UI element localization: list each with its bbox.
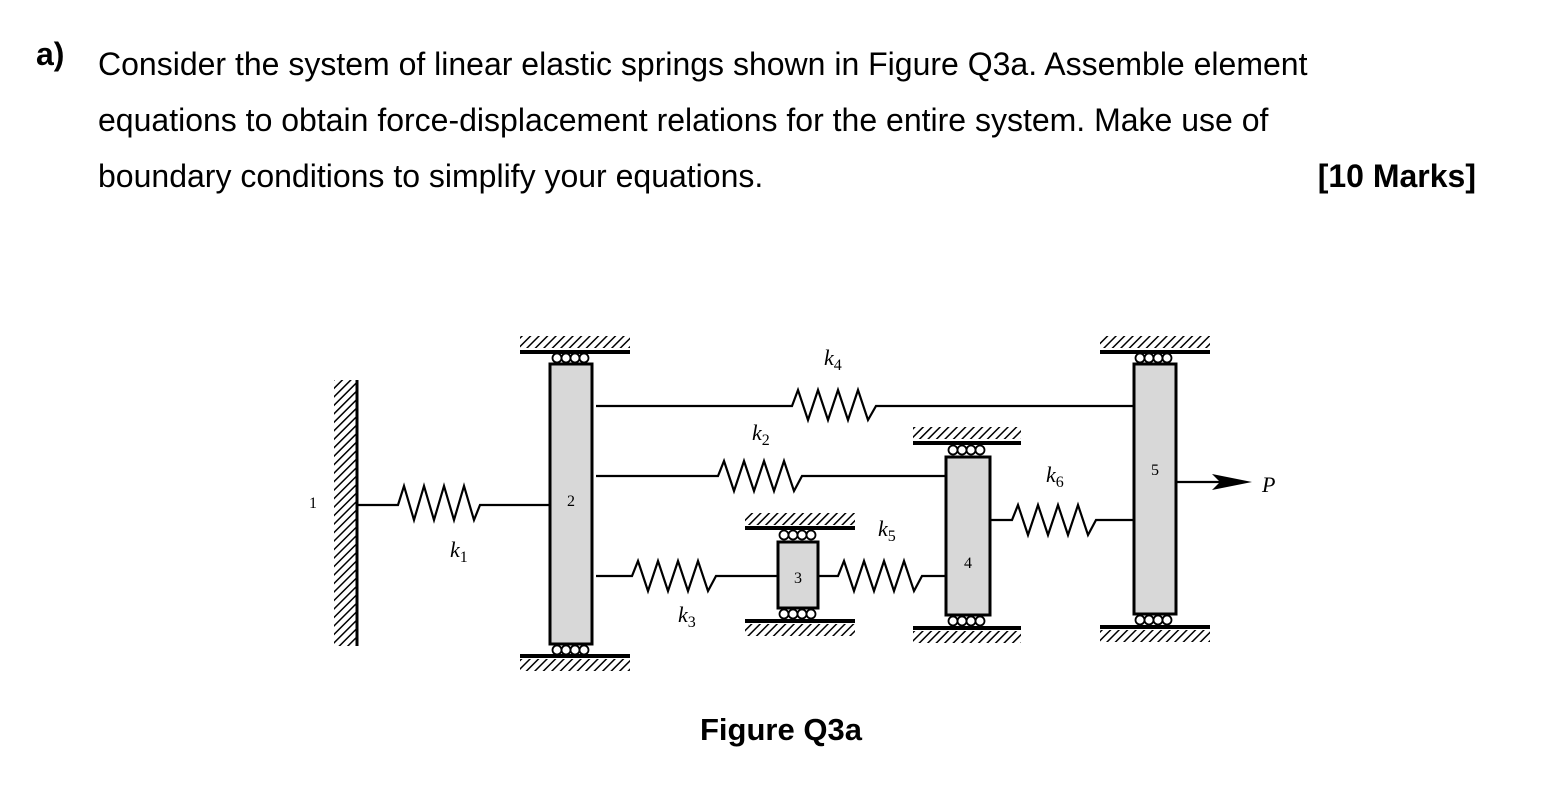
question-line-3: boundary conditions to simplify your equ…: [98, 158, 764, 194]
spring-label-k2: k2: [752, 420, 770, 449]
node-label-4: 4: [964, 555, 972, 572]
spring-k5: [818, 557, 946, 595]
node-label-3: 3: [794, 570, 802, 587]
node-label-2: 2: [567, 493, 575, 510]
question-line-2: equations to obtain force-displacement r…: [98, 102, 1269, 138]
spring-k3: [596, 557, 778, 595]
question-text: Consider the system of linear elastic sp…: [98, 36, 1476, 204]
spring-label-k5: k5: [878, 516, 896, 545]
spring-label-k4: k4: [824, 345, 842, 374]
question-label: a): [36, 36, 65, 72]
spring-label-k1: k1: [450, 537, 468, 566]
spring-label-k6: k6: [1046, 462, 1064, 491]
fixed-wall-support: [334, 380, 359, 646]
figure-caption: Figure Q3a: [700, 712, 862, 747]
question-line-1: Consider the system of linear elastic sp…: [98, 46, 1308, 82]
block-2: [520, 336, 630, 671]
node-label-5: 5: [1151, 462, 1159, 479]
spring-k1: [357, 482, 550, 524]
load-label: P: [1261, 472, 1275, 497]
question-marks: [10 Marks]: [1317, 158, 1476, 194]
load-arrow: [1176, 474, 1252, 490]
spring-k2: [596, 457, 946, 495]
spring-k6: [990, 501, 1134, 539]
block-4: [913, 427, 1021, 643]
spring-k4: [596, 386, 1134, 424]
spring-label-k3: k3: [678, 602, 696, 631]
block-5: [1100, 336, 1210, 642]
node-label-1: 1: [309, 495, 317, 512]
block-3: [745, 513, 855, 636]
